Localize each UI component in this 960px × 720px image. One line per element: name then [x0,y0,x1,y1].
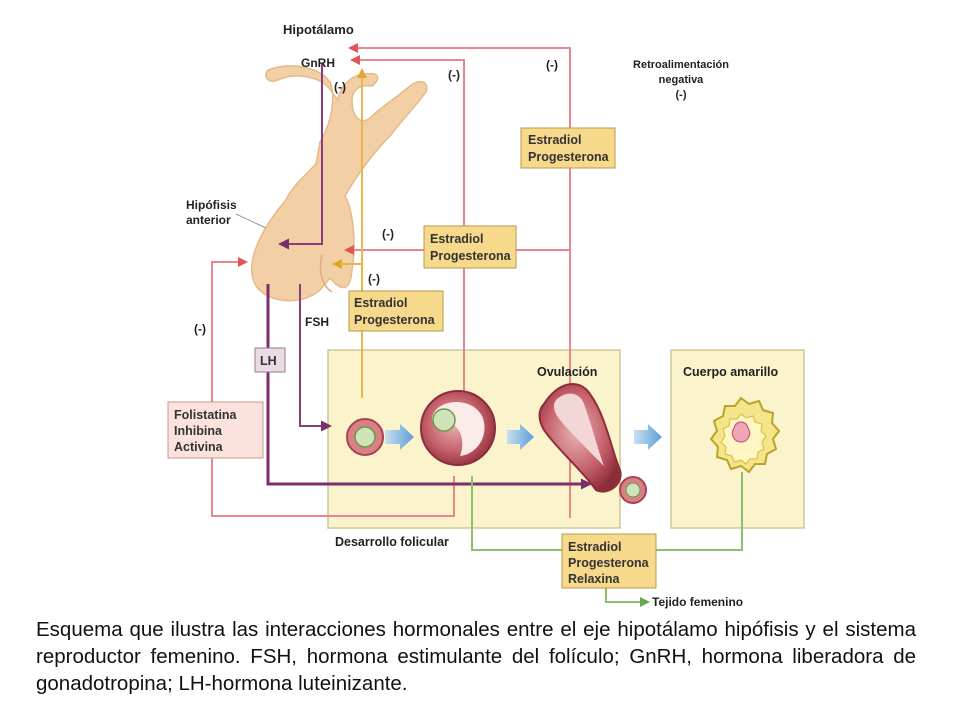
feedback-line-gnrh [350,55,465,392]
follicle-ovulating [538,383,647,504]
figure-caption: Esquema que ilustra las interacciones ho… [36,618,916,695]
green-line-tissue [605,582,650,607]
stage-arrow-3 [634,424,662,450]
lh-label: LH [260,354,277,368]
gnrh-portal-line [278,64,323,250]
negative-mark-5: (-) [368,272,380,286]
feedback-title-line-1: Retroalimentación [633,59,729,71]
negative-mark-6: (-) [194,322,206,336]
box-fia-line-3: Activina [174,440,224,454]
box-low-line-1: Estradiol [354,296,408,310]
feedback-title-line-2: negativa [659,74,705,86]
follicular-development-label: Desarrollo folicular [335,535,449,549]
negative-mark-2: (-) [448,68,460,82]
corpus-luteum-label: Cuerpo amarillo [683,365,779,379]
gnrh-label: GnRH [301,56,335,70]
box-mid-line-1: Estradiol [430,232,484,246]
fsh-line [299,284,332,432]
feedback-line-top [348,43,571,518]
box-lh: LH [254,347,286,373]
follicle-antral [420,390,496,466]
corpus-luteum [709,396,781,474]
box-low-line-2: Progesterona [354,313,436,327]
box-epr-line-2: Progesterona [568,556,650,570]
box-fia-line-2: Inhibina [174,424,223,438]
feedback-title-line-3: (-) [676,89,687,101]
box-epr-line-1: Estradiol [568,540,622,554]
hormonal-axis-diagram: Estradiol Progesterona Estradiol Progest… [167,22,805,609]
box-mid-line-2: Progesterona [430,249,512,263]
follicle-primary [346,418,384,456]
pituitary-pointer [235,213,267,229]
box-estradiol-progesterona-mid: Estradiol Progesterona [423,225,517,269]
pituitary-gland [251,65,428,302]
box-estradiol-progesterona-low: Estradiol Progesterona [348,290,444,332]
negative-mark-3: (-) [334,80,346,94]
anterior-pituitary-label-1: Hipófisis [186,198,237,212]
box-fia-line-1: Folistatina [174,408,238,422]
anterior-pituitary-label-2: anterior [186,213,231,227]
box-top-line-1: Estradiol [528,133,582,147]
box-epr-line-3: Relaxina [568,572,620,586]
negative-mark-1: (-) [546,58,558,72]
stage-arrow-2 [507,424,534,450]
box-estradiol-progesterona-top: Estradiol Progesterona [520,127,616,169]
ovulation-label: Ovulación [537,365,597,379]
female-tissue-label: Tejido femenino [652,595,743,609]
box-estradiol-progesterona-relaxina: Estradiol Progesterona Relaxina [561,533,657,589]
box-top-line-2: Progesterona [528,150,610,164]
feedback-line-left [211,257,455,517]
negative-mark-4: (-) [382,227,394,241]
box-folistatina-inhibina-activina: Folistatina Inhibina Activina [167,401,264,459]
hypothalamus-label: Hipotálamo [283,22,354,37]
fsh-label: FSH [305,315,329,329]
stage-arrow-1 [385,424,414,450]
